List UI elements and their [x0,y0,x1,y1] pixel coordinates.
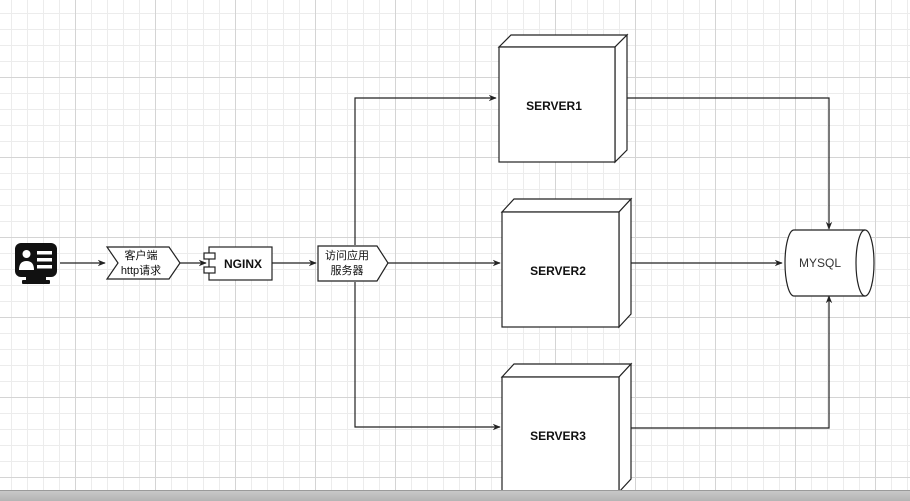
server3-node[interactable]: SERVER3 [500,362,633,490]
edge-access-to-server3 [354,282,501,431]
server2-node[interactable]: SERVER2 [500,197,633,329]
client-request-node[interactable]: 客户端 http请求 [105,246,181,280]
mysql-node[interactable]: MYSQL [784,229,875,297]
edge-server3-to-mysql [631,295,833,429]
edge-server1-to-mysql [627,97,833,230]
server2-label: SERVER2 [530,264,586,278]
client-request-label-line2: http请求 [121,264,161,277]
edge-access-to-server1 [354,94,497,245]
server1-node[interactable]: SERVER1 [497,33,629,164]
connectors [60,94,833,431]
nginx-label: NGINX [224,257,262,271]
diagram-canvas: 客户端 http请求 NGINX 访问应用 服务器 SERVER1 SERVER… [15,33,875,490]
access-label-line1: 访问应用 [325,248,369,262]
access-label-line2: 服务器 [331,264,364,277]
server1-label: SERVER1 [526,99,582,113]
id-card-monitor-icon[interactable] [15,243,57,284]
component-icon [203,252,216,274]
access-app-server-node[interactable]: 访问应用 服务器 [317,245,389,282]
client-request-label-line1: 客户端 [125,248,158,262]
window-bottom-bar [0,490,910,501]
server3-label: SERVER3 [530,429,586,443]
mysql-label: MYSQL [799,256,841,270]
nginx-node[interactable]: NGINX [203,246,273,281]
